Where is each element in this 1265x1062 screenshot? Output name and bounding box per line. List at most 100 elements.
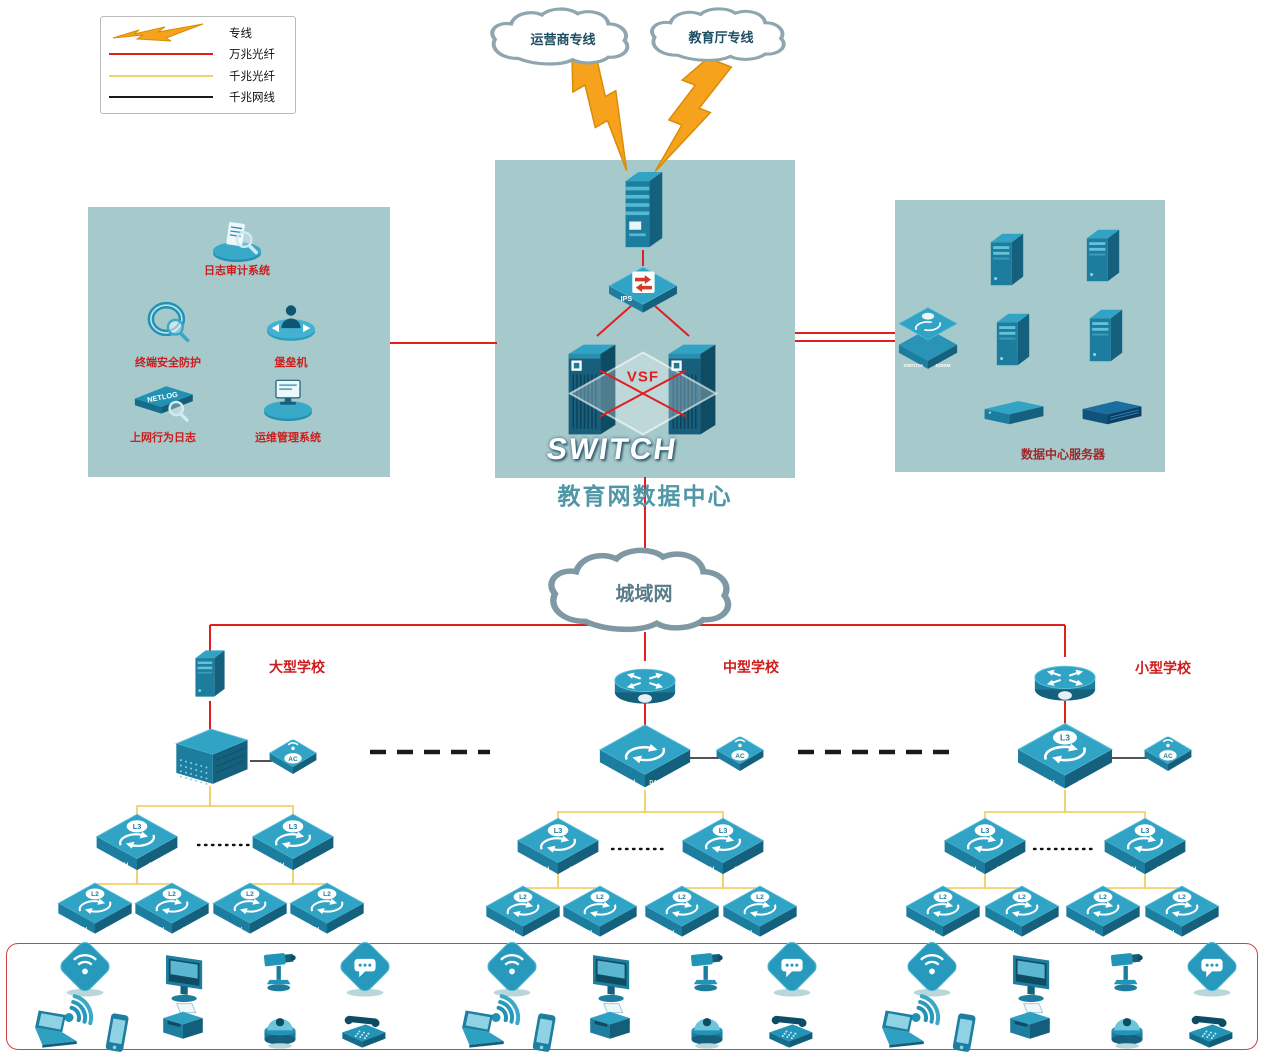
wifi-signal-icon <box>906 976 950 1033</box>
voip-terminal-icon <box>1185 942 1239 1003</box>
bastion-host-label: 堡垒机 <box>274 357 308 369</box>
switch-face-label-right: 1000M <box>182 927 199 933</box>
access-l2-switch: L2 SWITCH 1000M <box>288 879 366 945</box>
switch-face-label-right: 1000M <box>260 927 277 933</box>
smartphone-icon <box>102 1011 132 1062</box>
ops-management-label: 运维管理系统 <box>255 432 321 444</box>
switch-face-label-right: 1000M <box>1113 930 1130 936</box>
ac-badge: AC <box>1163 753 1173 760</box>
rack-server-2 <box>1083 225 1123 291</box>
large-school-ac: AC <box>267 737 319 784</box>
switch-face-label-right: 1000M <box>105 927 122 933</box>
laptop-icon <box>26 1009 84 1056</box>
smartphone-icon <box>529 1011 559 1062</box>
switch-layer-badge: L2 <box>323 891 331 898</box>
access-l2-switch: L2 SWITCH 1000M <box>904 882 982 948</box>
switch-face-label-left: SWITCH <box>731 930 753 936</box>
switch-face-label-left: SWITCH <box>914 930 936 936</box>
red-line-symbol <box>109 53 213 56</box>
ips-label: IPS <box>621 295 633 303</box>
rack-server-1 <box>987 229 1027 295</box>
switch-layer-badge: L2 <box>939 894 947 901</box>
wireless-ap-icon <box>58 942 112 1003</box>
medium-school-ac: AC <box>714 734 766 781</box>
switch-layer-badge: L3 <box>554 826 563 835</box>
switch-watermark: SWITCH <box>544 433 680 466</box>
voip-terminal-icon <box>765 942 819 1003</box>
server-farm-label: 数据中心服务器 <box>1020 447 1106 462</box>
netlog-system-icon: NETLOG <box>128 376 198 429</box>
legend-label: 千兆网线 <box>229 92 275 105</box>
switch-face-label-left: SWITCH <box>143 927 165 933</box>
switch-face-label-right: 1000M <box>610 930 627 936</box>
large-school-core-switch <box>169 724 253 795</box>
cloud-shape <box>548 547 732 633</box>
firewall-gateway <box>620 167 666 260</box>
ips-device: IPS <box>605 264 681 319</box>
access-l2-switch: L2 SWITCH 1000M <box>1143 882 1221 948</box>
rack-server-4 <box>1086 305 1126 371</box>
vsf-virtual-switch <box>567 351 719 442</box>
dome-camera-icon <box>685 1009 729 1056</box>
legend-item-lightning: 专线 <box>109 22 287 43</box>
switch-layer-badge: L2 <box>246 891 254 898</box>
stack-link-dots <box>196 843 1096 851</box>
switch-face-label-right: 1000M <box>953 930 970 936</box>
rack-switch <box>1079 398 1145 435</box>
large-school-server <box>192 646 228 706</box>
switch-layer-badge: L3 <box>981 826 990 835</box>
switch-face-label-right: 1000M <box>533 930 550 936</box>
switch-layer-badge: L2 <box>91 891 99 898</box>
ptz-camera-icon <box>257 948 303 1009</box>
aggregation-l3-switch: L3 SWITCH 1000M <box>515 814 601 886</box>
switch-face-label-left: SWITCH <box>221 927 243 933</box>
lightning-symbol <box>112 23 204 42</box>
rack-server-3 <box>993 309 1033 375</box>
voip-terminal-icon <box>338 942 392 1003</box>
switch-layer-badge: L2 <box>1018 894 1026 901</box>
access-l2-switch: L2 SWITCH 1000M <box>211 879 289 945</box>
small-school-router <box>1026 652 1104 713</box>
switch-face-label-right: 1000M <box>1032 930 1049 936</box>
access-l2-switch: L2 SWITCH 1000M <box>484 882 562 948</box>
cloud-shape <box>650 7 786 62</box>
switch-layer-badge: L3 <box>1060 733 1070 743</box>
aggregation-l3-switch: L3 SWITCH 1000M <box>680 814 766 886</box>
switch-face-label-left: SWITCH <box>1074 930 1096 936</box>
switch-face-label-left: SWITCH <box>298 927 320 933</box>
switch-layer-badge: L3 <box>1141 826 1150 835</box>
legend: 专线万兆光纤千兆光纤千兆网线 <box>100 16 296 114</box>
legend-item-red-line: 万兆光纤 <box>109 44 287 65</box>
switch-face-label-right: 1000M <box>996 867 1014 873</box>
black-line-symbol <box>109 96 213 99</box>
switch-layer-badge: L3 <box>289 822 298 831</box>
switch-layer-badge: L2 <box>168 891 176 898</box>
stack-switch-face-right: 1000M <box>935 363 950 369</box>
switch-layer-badge: L3 <box>133 822 142 831</box>
school-medium-label: 中型学校 <box>723 659 779 675</box>
terminal-security-icon <box>137 295 199 354</box>
dedicated-line-bolt-edu <box>654 57 733 173</box>
wireless-ap-icon <box>485 942 539 1003</box>
switch-face-label-right: 1000M <box>337 927 354 933</box>
switch-face-label-right: 1000M <box>1192 930 1209 936</box>
audit-log-system-label: 日志审计系统 <box>204 265 270 277</box>
legend-label: 万兆光纤 <box>229 49 275 62</box>
school-large-label: 大型学校 <box>269 659 325 675</box>
printer-icon <box>1003 1001 1057 1052</box>
man-cloud-label: 城域网 <box>615 583 673 605</box>
legend-item-black-line: 千兆网线 <box>109 87 287 108</box>
switch-layer-badge: L2 <box>596 894 604 901</box>
switch-layer-badge: L2 <box>678 894 686 901</box>
switch-face-label-left: SWITCH <box>105 863 129 869</box>
school-small-label: 小型学校 <box>1135 660 1191 676</box>
switch-layer-badge: L2 <box>1099 894 1107 901</box>
yellow-line-symbol <box>109 74 213 77</box>
switch-face-label-right: DATA CENTER <box>649 780 687 786</box>
medium-school-router <box>606 655 684 716</box>
storage-array <box>981 398 1047 435</box>
switch-face-label-left: SWITCH <box>953 867 977 873</box>
datacenter-title: 教育网数据中心 <box>557 483 733 509</box>
audit-log-system-icon <box>205 215 269 272</box>
